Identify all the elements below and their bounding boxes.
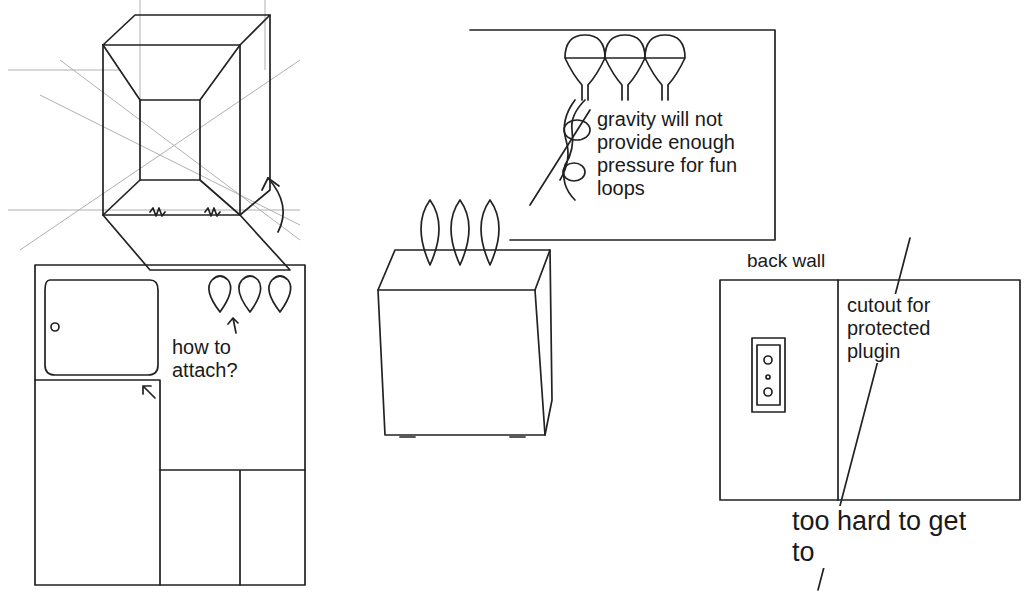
handwritten-note: too hard to get to bbox=[790, 506, 969, 568]
bulb-box bbox=[378, 200, 552, 437]
handwritten-note: gravity will not provide enough pressure… bbox=[595, 108, 770, 200]
back-wall-sketch bbox=[720, 238, 1020, 590]
handwritten-note: cutout for protected plugin bbox=[845, 294, 974, 363]
note-frame: how to attach? bbox=[170, 336, 262, 382]
funnel-panel bbox=[470, 30, 775, 240]
construction-lines bbox=[8, 0, 300, 250]
handwritten-note: how to attach? bbox=[170, 336, 262, 382]
note-frame: back wall cutout for protected plugin bbox=[720, 250, 1020, 363]
note-frame: gravity will not provide enough pressure… bbox=[595, 108, 770, 200]
frame-heading: back wall bbox=[745, 250, 899, 272]
box-sketch bbox=[103, 15, 290, 270]
front-panel-sketch bbox=[35, 265, 305, 585]
